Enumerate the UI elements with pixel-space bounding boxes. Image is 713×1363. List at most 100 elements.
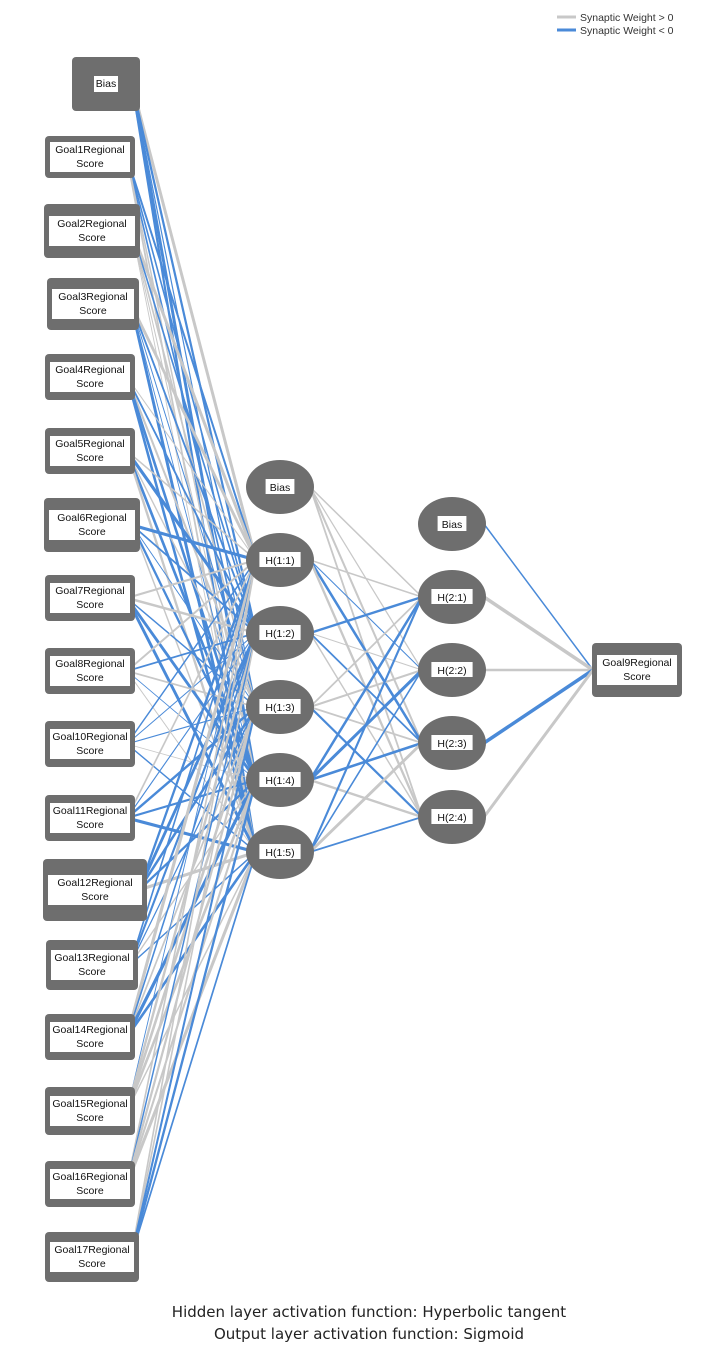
node-label: Score [76,1185,104,1197]
node-label: Goal9Regional [602,657,671,669]
connection-input-h1 [130,82,258,635]
connection-h2-output [482,668,595,745]
node-label: H(1:2) [265,628,294,640]
node-label: Score [79,305,107,317]
connection-h2-output [482,668,595,819]
node-label: Goal1Regional [55,144,124,156]
connection-h1-h2 [308,595,424,782]
node-label: Score [76,1038,104,1050]
node-label: Score [76,745,104,757]
hidden2-node: H(2:3) [418,716,486,770]
connection-input-h1 [126,559,257,1185]
node-label: Score [76,599,104,611]
node-label: Score [76,1112,104,1124]
node-label: Bias [442,519,462,531]
node-label: Score [78,526,106,538]
connection-layer [125,82,595,1259]
node-label: H(2:1) [437,592,466,604]
connection-input-h1 [125,705,258,1186]
connection-input-h1 [126,376,257,561]
node-label: H(1:1) [265,555,294,567]
connection-h1-h2 [309,669,423,853]
node-label: Goal2Regional [57,218,126,230]
node-label: Goal8Regional [55,658,124,670]
connection-input-h1 [125,778,258,1186]
connection-input-h1 [129,559,257,966]
connection-input-h1 [129,706,257,966]
node-label: Bias [270,482,290,494]
connection-input-h1 [128,631,258,967]
connection-h1-h2 [308,595,424,854]
connection-input-h1 [130,82,258,562]
node-label: Goal3Regional [58,291,127,303]
node-label: Score [76,158,104,170]
hidden1-node: H(1:2) [246,606,314,660]
node-label: Goal11Regional [53,805,128,817]
connection-h1-h2 [308,741,424,854]
node-label: Goal15Regional [52,1098,127,1110]
connection-input-h1 [130,559,257,1258]
hidden2-node: H(2:1) [418,570,486,624]
node-label: H(1:3) [265,702,294,714]
connection-input-h1 [137,558,258,892]
hidden2-node: H(2:2) [418,643,486,697]
connection-input-h1 [137,631,258,892]
node-label: Goal12Regional [57,877,132,889]
connection-input-h1 [129,779,257,966]
node-label: H(2:4) [437,812,466,824]
node-label: H(1:5) [265,847,294,859]
connection-input-h1 [125,558,258,600]
connection-input-h1 [125,850,258,1186]
connection-input-h1 [130,851,257,1258]
node-label: Goal6Regional [57,512,126,524]
input-bias-node: Bias [72,57,140,111]
connection-input-h1 [126,450,257,561]
node-label: Goal16Regional [52,1171,127,1183]
hidden1-node: H(1:5) [246,825,314,879]
node-label: Score [76,672,104,684]
caption-hidden-activation: Hidden layer activation function: Hyperb… [172,1303,567,1321]
connection-input-h1 [130,523,258,562]
connection-input-h1 [126,156,257,561]
connection-input-h1 [130,632,257,1258]
connection-input-h1 [126,559,257,672]
node-label: H(2:2) [437,665,466,677]
hidden1-node: H(1:3) [246,680,314,734]
node-label: Score [76,378,104,390]
connection-h1-h2 [309,486,423,598]
caption-output-activation: Output layer activation function: Sigmoi… [214,1325,524,1343]
connection-h1-h2 [309,596,423,708]
legend-negative-label: Synaptic Weight < 0 [580,25,674,37]
node-label: Score [78,232,106,244]
node-label: Score [81,891,109,903]
legend-positive-label: Synaptic Weight > 0 [580,12,674,24]
node-label: Goal17Regional [54,1244,129,1256]
connection-h2-output [482,595,595,672]
node-label: Goal5Regional [55,438,124,450]
connection-h1-h2 [309,559,423,598]
hidden1-node: H(1:1) [246,533,314,587]
node-label: Bias [96,78,116,90]
connection-h1-h2 [308,595,424,635]
hidden2-bias-node: Bias [418,497,486,551]
node-label: Score [78,966,106,978]
connection-input-h1 [129,302,258,562]
node-label: Goal7Regional [55,585,124,597]
node-label: Goal10Regional [52,731,127,743]
legend: Synaptic Weight > 0 Synaptic Weight < 0 [557,12,674,37]
